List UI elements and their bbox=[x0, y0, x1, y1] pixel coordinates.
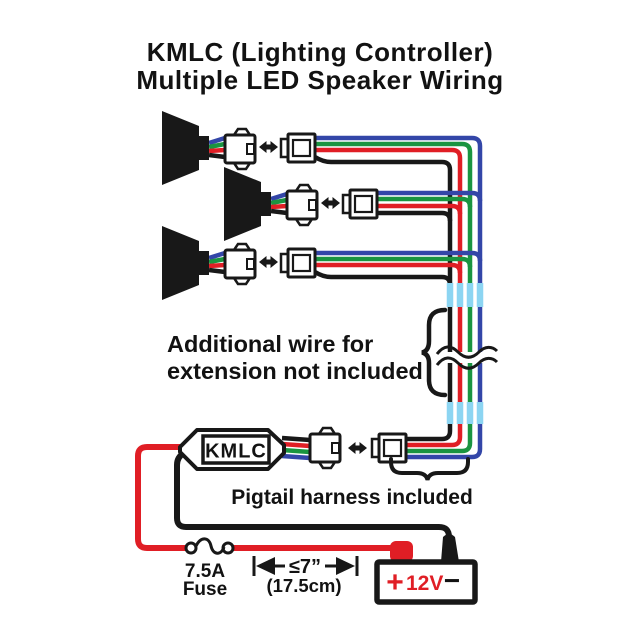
female-connector-icon bbox=[279, 247, 317, 279]
kmlc-harness: KMLC Pigtail harness included bbox=[178, 426, 473, 509]
black-power-wire bbox=[174, 450, 452, 553]
dimension-indicator: ≤7” (17.5cm) bbox=[252, 556, 359, 596]
pigtail-note: Pigtail harness included bbox=[231, 486, 473, 509]
speaker-row-2 bbox=[224, 167, 379, 241]
fuse-label: Fuse bbox=[183, 579, 227, 600]
extension-note-line1: Additional wire for bbox=[167, 331, 373, 357]
female-connector-icon bbox=[279, 132, 317, 164]
battery-plus-sign: + bbox=[386, 566, 404, 599]
speaker-wires bbox=[209, 253, 225, 272]
battery-positive-terminal bbox=[390, 541, 413, 562]
male-connector-icon bbox=[223, 127, 257, 171]
female-connector-icon bbox=[341, 188, 379, 220]
fuse-icon bbox=[184, 537, 235, 555]
dimension-length: ≤7” bbox=[289, 556, 321, 578]
extension-note-line2: extension not included bbox=[167, 358, 423, 384]
wiring-bus bbox=[313, 135, 483, 460]
speaker-wires bbox=[209, 138, 225, 157]
connect-arrow-icon bbox=[321, 197, 340, 209]
speaker-wires bbox=[271, 194, 287, 213]
fuse-rating: 7.5A bbox=[185, 561, 225, 582]
pigtail-brace-icon bbox=[389, 457, 470, 481]
female-connector-icon bbox=[370, 432, 408, 464]
extension-brace-icon bbox=[421, 307, 448, 398]
red-power-wire bbox=[135, 444, 186, 551]
speaker-icon bbox=[162, 226, 209, 300]
connect-arrow-icon bbox=[348, 442, 367, 454]
wire-break-icon bbox=[435, 345, 499, 370]
power-wires bbox=[135, 444, 452, 553]
connect-arrow-icon bbox=[259, 141, 278, 153]
male-connector-icon bbox=[223, 242, 257, 286]
battery-minus-sign: − bbox=[444, 565, 460, 596]
kmlc-label: KMLC bbox=[205, 441, 267, 463]
extension-wire-markers bbox=[446, 283, 484, 424]
kmlc-output-wires bbox=[281, 435, 311, 461]
kmlc-module: KMLC bbox=[178, 428, 286, 471]
speaker-icon bbox=[224, 167, 271, 241]
battery-voltage: 12V bbox=[406, 572, 443, 595]
speaker-row-3 bbox=[162, 226, 317, 300]
battery-icon: + 12V − bbox=[374, 534, 478, 605]
dimension-metric: (17.5cm) bbox=[266, 575, 341, 596]
male-connector-icon bbox=[308, 426, 342, 470]
battery-negative-terminal bbox=[441, 534, 459, 562]
page-title-line2: Multiple LED Speaker Wiring bbox=[136, 65, 503, 95]
connect-arrow-icon bbox=[259, 256, 278, 268]
page-title-line1: KMLC (Lighting Controller) bbox=[147, 37, 494, 67]
male-connector-icon bbox=[285, 183, 319, 227]
speaker-icon bbox=[162, 111, 209, 185]
